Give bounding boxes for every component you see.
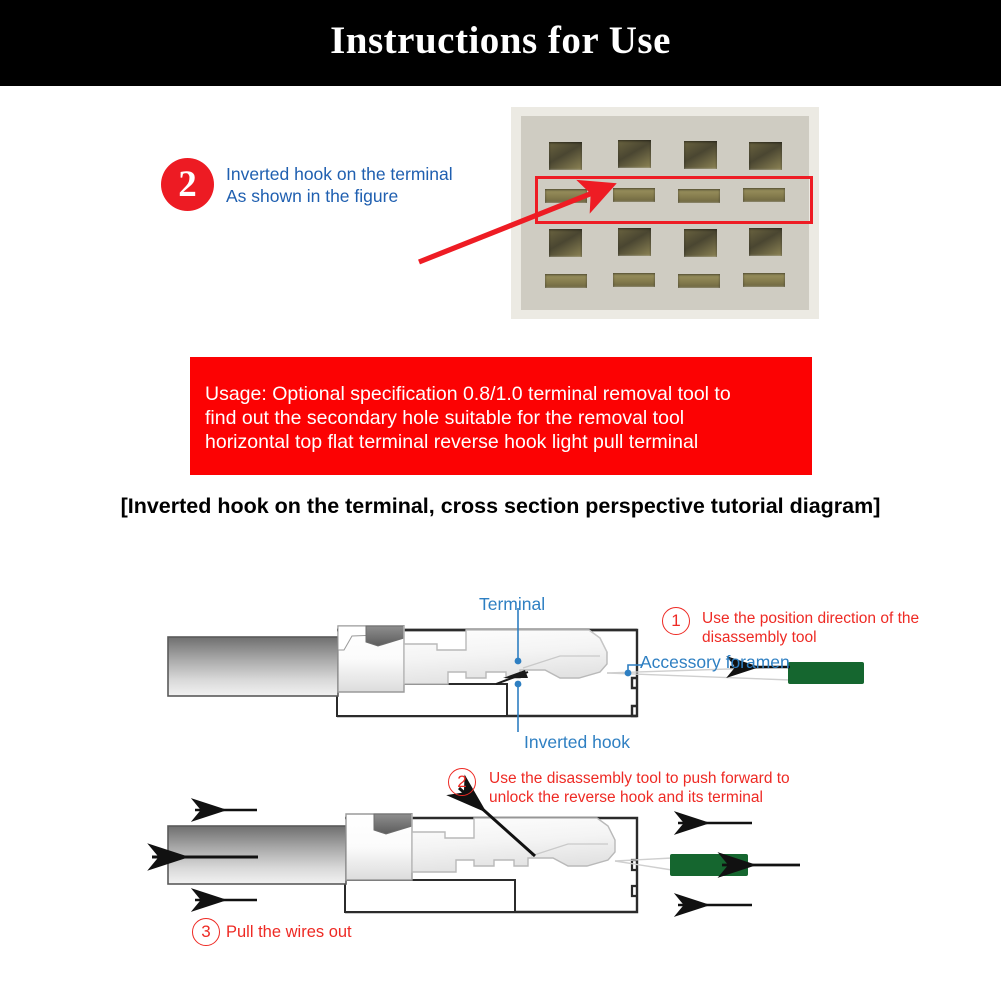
- terminal-cavity: [549, 142, 582, 170]
- header-banner: Instructions for Use: [0, 0, 1001, 86]
- label-inverted-hook: Inverted hook: [524, 732, 631, 752]
- terminal-secondary-hole: [743, 273, 785, 287]
- terminal-secondary-hole: [613, 188, 655, 202]
- connector-photo-body: [521, 116, 813, 310]
- terminal-secondary-hole: [678, 274, 720, 288]
- section-heading: [Inverted hook on the terminal, cross se…: [120, 494, 881, 518]
- disassembly-tool-handle: [788, 662, 864, 684]
- usage-instruction-text: Usage: Optional specification 0.8/1.0 te…: [205, 382, 801, 454]
- step-2-diagram-text: Use the disassembly tool to push forward…: [489, 770, 790, 807]
- usage-line-1: Usage: Optional specification 0.8/1.0 te…: [205, 383, 731, 405]
- terminal-cavity: [549, 229, 582, 257]
- step-2-line-1: Use the disassembly tool to push forward…: [489, 770, 790, 787]
- label-terminal: Terminal: [479, 594, 546, 614]
- step-3-badge: 3: [192, 918, 220, 946]
- step-2-diagram-badge: 2: [448, 768, 476, 796]
- terminal-cavity: [618, 228, 651, 256]
- step-1-badge: 1: [662, 607, 690, 635]
- terminal-cavity: [749, 142, 782, 170]
- upper-cross-section: [167, 608, 864, 732]
- usage-instruction-box: Usage: Optional specification 0.8/1.0 te…: [190, 357, 812, 475]
- step-2-line-2: unlock the reverse hook and its terminal: [489, 788, 763, 806]
- terminal-secondary-hole: [743, 188, 785, 202]
- lower-cross-section: [147, 774, 800, 917]
- terminal-cavity: [684, 141, 717, 169]
- terminal-secondary-hole: [613, 273, 655, 287]
- photo-highlight-rectangle: [535, 176, 813, 224]
- step-1-text: Use the position direction of the disass…: [702, 610, 919, 647]
- usage-line-3: horizontal top flat terminal reverse hoo…: [205, 431, 699, 453]
- usage-line-2: find out the secondary hole suitable for…: [205, 407, 685, 429]
- step-1-line-2: disassembly tool: [702, 628, 817, 646]
- callout-line-1: Inverted hook on the terminal: [226, 164, 453, 184]
- terminal-secondary-hole: [678, 189, 720, 203]
- terminal-secondary-hole: [545, 274, 587, 288]
- step-3-text: Pull the wires out: [226, 923, 352, 941]
- connector-photo: [511, 107, 819, 319]
- cross-section-diagram: Terminal Accessory foramen Inverted hook…: [0, 560, 1001, 960]
- terminal-cavity: [618, 140, 651, 168]
- label-accessory-foramen: Accessory foramen: [640, 652, 790, 672]
- step-2-badge: 2: [161, 158, 214, 211]
- terminal-cavity: [684, 229, 717, 257]
- step-2-callout-text: Inverted hook on the terminal As shown i…: [226, 163, 526, 207]
- cross-section-graphics: [147, 608, 864, 917]
- page-title: Instructions for Use: [330, 19, 671, 62]
- step-1-line-1: Use the position direction of the: [702, 610, 920, 627]
- callout-line-2: As shown in the figure: [226, 186, 399, 206]
- terminal-cavity: [749, 228, 782, 256]
